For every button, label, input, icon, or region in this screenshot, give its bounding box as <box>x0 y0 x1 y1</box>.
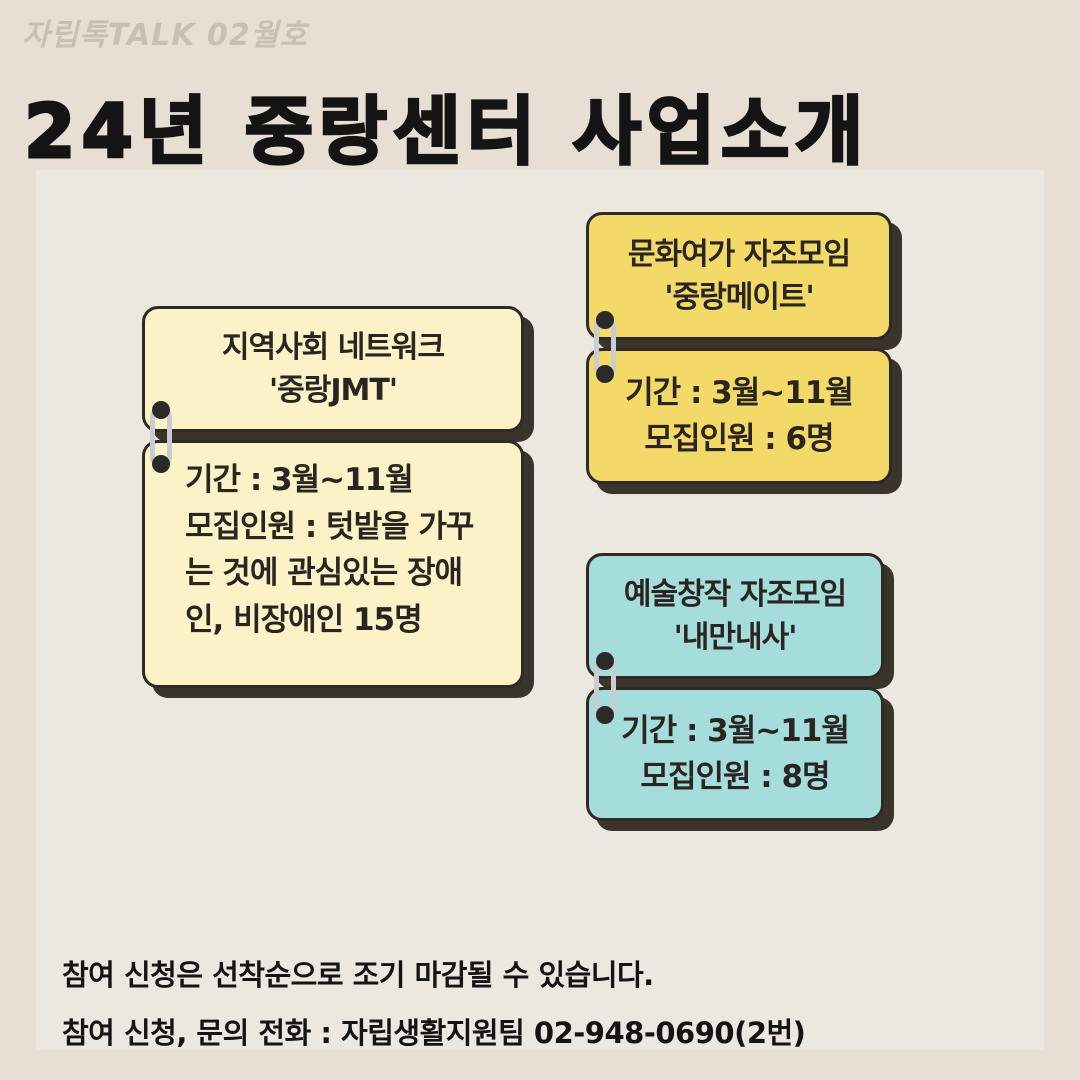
card-period: 기간 : 3월~11월 <box>621 712 850 749</box>
card-title-tab: 지역사회 네트워크 '중랑JMT' <box>142 306 524 432</box>
card-title-tab: 문화여가 자조모임 '중랑메이트' <box>586 212 892 340</box>
card-title-line1: 예술창작 자조모임 <box>623 576 847 612</box>
card-body: 기간 : 3월~11월 모집인원 : 8명 <box>586 687 884 821</box>
card-title-line1: 지역사회 네트워크 <box>221 329 445 365</box>
card-recruit-line2: 는 것에 관심있는 장애 <box>185 555 463 591</box>
card-period: 기간 : 3월~11월 <box>625 374 854 411</box>
card-body: 기간 : 3월~11월 모집인원 : 텃밭을 가꾸 는 것에 관심있는 장애 인… <box>142 440 524 688</box>
card-recruit-line3: 인, 비장애인 15명 <box>185 601 423 638</box>
card-title-line2: '중랑JMT' <box>268 373 398 408</box>
card-jungnang-jmt: 지역사회 네트워크 '중랑JMT' 기간 : 3월~11월 모집인원 : 텃밭을… <box>142 306 524 688</box>
card-jungnang-mate: 문화여가 자조모임 '중랑메이트' 기간 : 3월~11월 모집인원 : 6명 <box>586 212 892 484</box>
card-body: 기간 : 3월~11월 모집인원 : 6명 <box>586 348 892 484</box>
binder-ring-icon <box>594 311 616 383</box>
notice-deadline: 참여 신청은 선착순으로 조기 마감될 수 있습니다. <box>62 958 654 992</box>
binder-ring-icon <box>150 401 172 473</box>
binder-ring-icon <box>594 652 616 724</box>
issue-label: 자립톡TALK 02월호 <box>22 18 308 53</box>
card-title-tab: 예술창작 자조모임 '내만내사' <box>586 553 884 679</box>
card-period: 기간 : 3월~11월 <box>185 462 414 498</box>
card-recruit: 모집인원 : 6명 <box>644 421 834 457</box>
card-title-line2: '중랑메이트' <box>664 280 814 315</box>
card-recruit: 모집인원 : 8명 <box>640 759 830 795</box>
card-title-line1: 문화여가 자조모임 <box>627 236 851 272</box>
page-title: 24년 중랑센터 사업소개 <box>22 88 870 177</box>
notice-contact: 참여 신청, 문의 전화 : 자립생활지원팀 02-948-0690(2번) <box>62 1016 806 1050</box>
card-recruit-line1: 모집인원 : 텃밭을 가꾸 <box>185 508 474 545</box>
card-naemannaesa: 예술창작 자조모임 '내만내사' 기간 : 3월~11월 모집인원 : 8명 <box>586 553 884 821</box>
card-title-line2: '내만내사' <box>673 620 798 655</box>
